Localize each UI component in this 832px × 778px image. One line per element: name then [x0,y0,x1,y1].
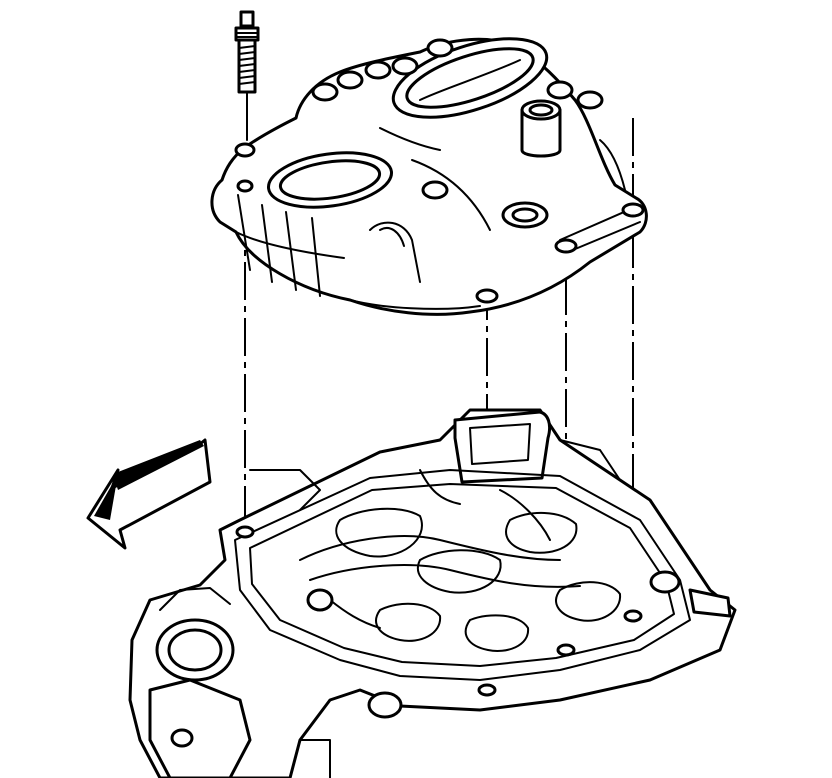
lower-flange [453,410,552,484]
manifold-ribs [235,127,641,310]
plenum-port [266,151,394,209]
front-direction-arrow [86,438,212,550]
upper-intake-manifold [210,37,648,316]
fastener-stud [234,10,260,141]
fuel-rail-harness [299,469,581,629]
sensor-tube [520,99,562,158]
upper-bolt-bosses [234,142,645,304]
vacuum-bosses [311,38,604,110]
throttle-body-opening [391,37,549,119]
thermostat-housing [148,587,252,778]
lower-intake-manifold [128,408,737,778]
intake-runner-ports [335,507,622,652]
coolant-sensor [649,570,732,618]
egr-port [421,180,549,229]
lower-bolt-holes [235,525,643,719]
